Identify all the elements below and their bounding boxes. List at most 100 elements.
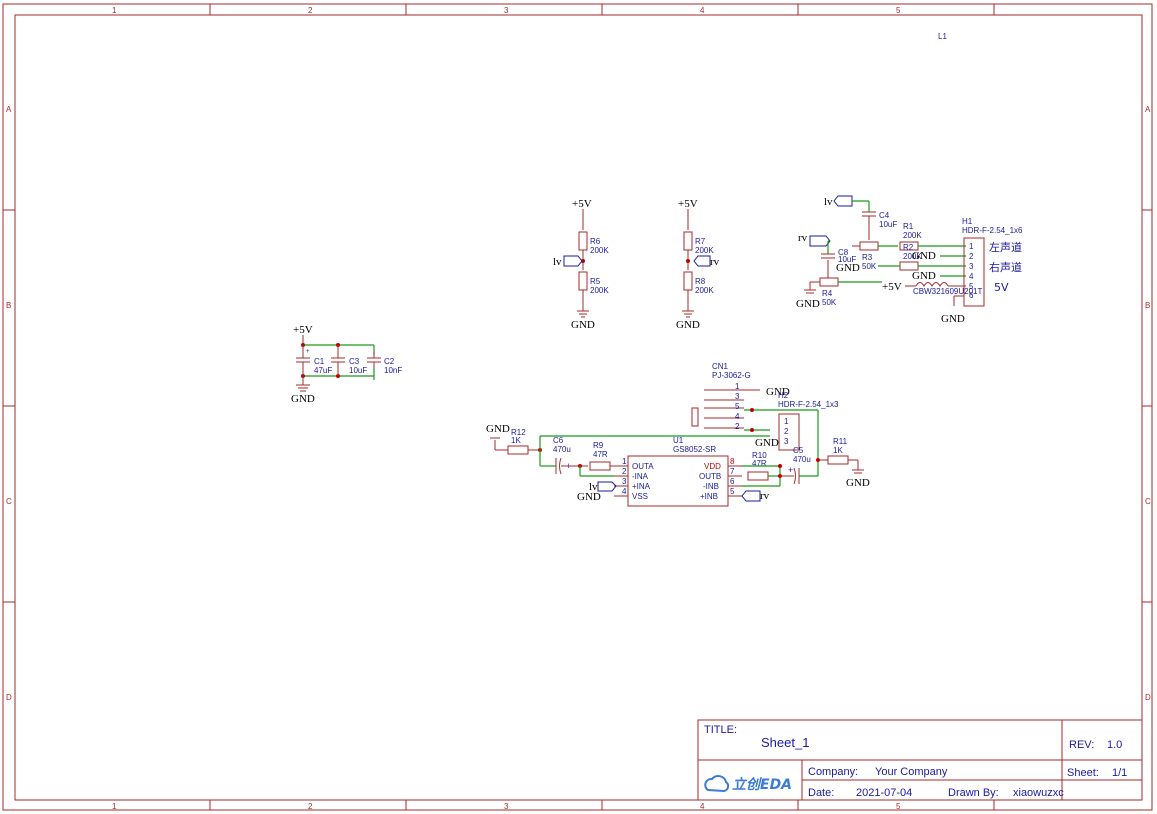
u1-pin-name: VSS	[632, 492, 648, 501]
r4-value: 50K	[822, 298, 837, 307]
h1-pin: 3	[969, 262, 974, 271]
sheet-frame	[2, 3, 1153, 811]
cn1-pin: 3	[735, 392, 740, 401]
r10-ref: R10	[752, 451, 767, 460]
c1-value: 47uF	[314, 366, 332, 375]
row-label: C	[1145, 497, 1151, 506]
col-label: 5	[896, 802, 901, 811]
net-label-gnd: GND	[912, 270, 936, 282]
r11-value: 1K	[833, 446, 843, 455]
mixer-h1-section[interactable]: lv C4 10uF R3 50K GND R1 200K rv C8 10uF…	[796, 195, 1023, 325]
c8-ref: C8	[838, 248, 849, 257]
row-label: D	[1145, 693, 1151, 702]
cn1-pin: 2	[735, 422, 740, 431]
lceda-logo: 立创EDA	[704, 775, 792, 793]
u1-pin-name: -INB	[703, 482, 719, 491]
net-label-5v: +5V	[572, 198, 592, 210]
r11-ref: R11	[833, 437, 848, 446]
drawn-label: Drawn By:	[948, 787, 999, 799]
h1-pin: 5	[969, 282, 974, 291]
col-label: 1	[112, 6, 117, 15]
u1-pin-num: 7	[730, 467, 735, 476]
u1-pin-name: OUTA	[632, 462, 654, 471]
cn1-pin: 1	[735, 382, 740, 391]
u1-pin-num: 5	[730, 487, 735, 496]
col-label: 4	[700, 802, 705, 811]
u1-pin-num: 6	[730, 477, 735, 486]
r7-ref: R7	[695, 237, 706, 246]
date-value: 2021-07-04	[856, 787, 912, 799]
net-label-gnd: GND	[846, 477, 870, 489]
u1-pin-num: 3	[622, 477, 627, 486]
title-value: Sheet_1	[761, 735, 809, 750]
row-label: C	[6, 497, 12, 506]
r5-ref: R5	[590, 277, 601, 286]
u1-pin-name: +INA	[632, 482, 651, 491]
h2-pin: 3	[784, 437, 789, 446]
r5-value: 200K	[590, 286, 609, 295]
row-label: B	[6, 301, 11, 310]
net-label-gnd: GND	[912, 250, 936, 262]
c4-value: 10uF	[879, 220, 897, 229]
h1-ref: H1	[962, 217, 973, 226]
net-label-gnd: GND	[755, 437, 779, 449]
net-label-5v: +5V	[678, 198, 698, 210]
r6-ref: R6	[590, 237, 601, 246]
c4-ref: C4	[879, 211, 890, 220]
h2-value: HDR-F-2.54_1x3	[778, 400, 839, 409]
cn1-pin: 5	[735, 402, 740, 411]
l1-label[interactable]: L1	[938, 32, 947, 41]
company-label: Company:	[808, 766, 858, 778]
c5-value: 470u	[793, 455, 811, 464]
r6-value: 200K	[590, 246, 609, 255]
row-label: A	[6, 105, 12, 114]
title-block: TITLE: Sheet_1 REV: 1.0 Company: Your Co…	[697, 719, 1143, 801]
r3-ref: R3	[862, 253, 873, 262]
c2-ref: C2	[384, 357, 395, 366]
r12-value: 1K	[511, 436, 521, 445]
col-label: 3	[504, 802, 509, 811]
net-label-lv: lv	[824, 196, 833, 208]
c5-ref: C5	[793, 446, 804, 455]
row-labels: A B C D A B C D	[6, 105, 1151, 702]
c8-value: 10uF	[838, 255, 856, 264]
divider-r7-r8[interactable]: +5V GND R7 200K R8 200K rv	[676, 198, 720, 331]
cn1-h2-section[interactable]: CN1 PJ-3062-G 1 GND 3 5 4 2 1 2 3 H2 HDR…	[540, 362, 839, 460]
r1-ref: R1	[903, 222, 914, 231]
right-channel-label: 右声道	[989, 260, 1022, 274]
cn1-ref: CN1	[712, 362, 729, 371]
col-label: 5	[896, 6, 901, 15]
u1-pin-num: 1	[622, 457, 627, 466]
row-label: B	[1145, 301, 1150, 310]
col-label: 2	[308, 802, 313, 811]
u1-value: GS8052-SR	[673, 445, 716, 454]
u1-ref: U1	[673, 436, 684, 445]
net-label-gnd: GND	[571, 319, 595, 331]
r1-value: 200K	[903, 231, 922, 240]
net-label-lv: lv	[553, 256, 562, 268]
net-label-rv: rv	[760, 490, 770, 502]
rev-label: REV:	[1069, 739, 1094, 751]
h2-pin: 2	[784, 427, 789, 436]
date-label: Date:	[808, 787, 834, 799]
row-label: A	[1145, 105, 1151, 114]
net-label-gnd: GND	[836, 262, 860, 274]
h2-pin: 1	[784, 417, 789, 426]
left-channel-label: 左声道	[989, 240, 1022, 254]
r4-ref: R4	[822, 289, 833, 298]
amplifier-u1[interactable]: U1 GS8052-SR 1 2 3 4 OUTA -INA +INA VSS …	[486, 423, 870, 507]
divider-r6-r5[interactable]: +5V GND R6 200K R5 200K lv	[553, 198, 609, 331]
u1-pin-name: +INB	[700, 492, 718, 501]
net-label-5v: +5V	[293, 324, 313, 336]
col-label: 4	[700, 6, 705, 15]
net-label-gnd: GND	[577, 491, 601, 503]
r2-ref: R2	[903, 243, 914, 252]
logo-text: 立创EDA	[732, 776, 792, 793]
sheet-value: 1/1	[1112, 767, 1127, 779]
power-filter-caps[interactable]: +5V + C1 47uF C3 10uF C2 10nF	[291, 324, 402, 405]
five-v-label: 5V	[994, 281, 1009, 294]
rev-value: 1.0	[1107, 739, 1122, 751]
r9-value: 47R	[593, 450, 608, 459]
u1-pin-num: 8	[730, 457, 735, 466]
c6-ref: C6	[553, 436, 564, 445]
